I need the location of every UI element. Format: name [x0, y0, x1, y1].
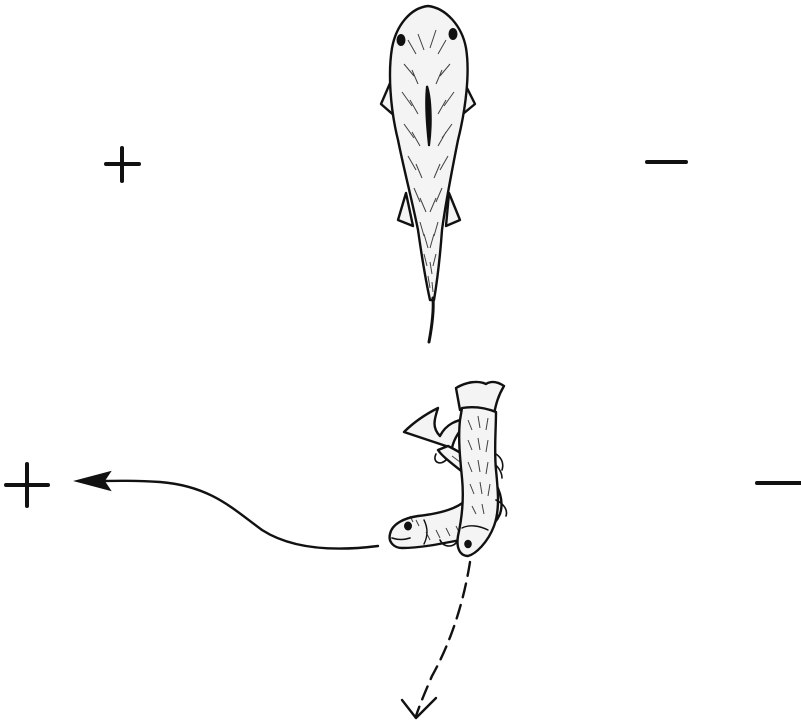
top-panel: + −	[0, 0, 686, 342]
fish-dorsal-view-icon	[381, 6, 475, 342]
dashed-arrow-downward	[402, 562, 470, 718]
top-anode-plus-icon	[106, 148, 139, 181]
solid-arrow-toward-anode	[76, 472, 378, 549]
bottom-anode-plus-icon	[6, 464, 48, 506]
